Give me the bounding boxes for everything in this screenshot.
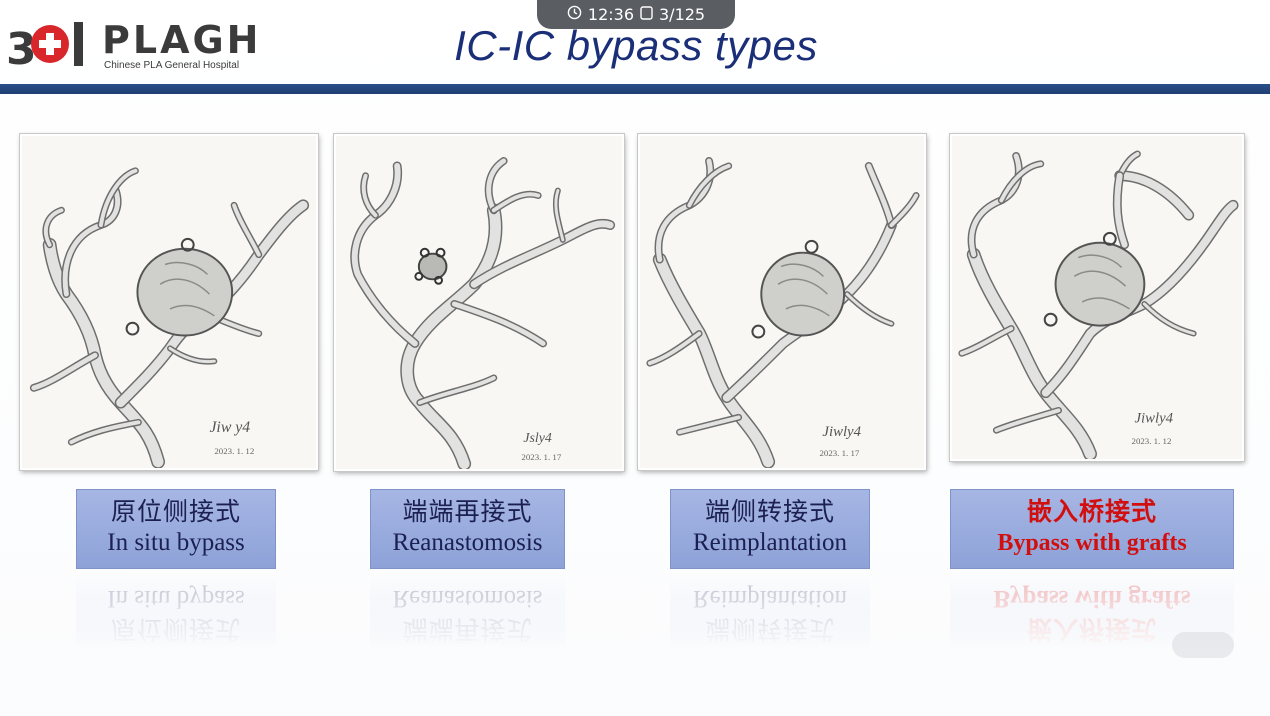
title-bar xyxy=(0,84,1270,94)
clock-icon xyxy=(567,5,582,24)
label-in-situ-bypass: 原位侧接式 In situ bypass xyxy=(76,489,276,569)
label-bypass-with-grafts: 嵌入桥接式 Bypass with grafts xyxy=(950,489,1234,569)
vessel-drawing: Jiw y4 2023. 1. 12 xyxy=(29,167,310,468)
status-time: 12:36 xyxy=(587,5,634,24)
logo-brand: PLAGH xyxy=(102,18,262,62)
label-en: Bypass with grafts xyxy=(997,530,1187,556)
svg-text:Jiw y4: Jiw y4 xyxy=(209,419,250,436)
signature-date: 2023. 1. 12 xyxy=(214,446,254,456)
label-en: Reimplantation xyxy=(692,529,848,556)
label-reanastomosis: 端端再接式 Reanastomosis xyxy=(370,489,565,569)
label-cn: 原位侧接式 xyxy=(110,497,241,526)
panel-illustration-reimplantation: Jiwly4 2023. 1. 17 xyxy=(638,134,926,470)
label-cn: 端侧转接式 xyxy=(704,497,835,526)
slide-title: IC-IC bypass types xyxy=(454,22,818,69)
logo-emblem: 3 xyxy=(6,22,83,74)
page-icon xyxy=(640,5,653,24)
logo-subtitle: Chinese PLA General Hospital xyxy=(104,60,240,71)
presentation-control[interactable] xyxy=(1172,632,1234,658)
status-page: 3/125 xyxy=(659,5,706,24)
svg-text:3: 3 xyxy=(6,24,37,74)
label-en: In situ bypass xyxy=(107,529,245,556)
label-reflection: 原位侧接式 In situ bypass xyxy=(76,571,276,651)
panel-illustration-in-situ: Jiw y4 2023. 1. 12 xyxy=(20,134,318,470)
status-pill: 12:36 3/125 xyxy=(537,0,735,29)
panel-illustration-bypass-with-grafts: Jiwly4 2023. 1. 12 xyxy=(950,134,1244,461)
signature-date: 2023. 1. 17 xyxy=(521,452,561,462)
svg-text:Jsly4: Jsly4 xyxy=(523,430,551,445)
hospital-logo: 3 PLAGH Chinese PLA General Hospital xyxy=(6,14,268,74)
label-reflection: 端侧转接式 Reimplantation xyxy=(670,571,870,651)
label-reflection: 端端再接式 Reanastomosis xyxy=(370,571,565,651)
label-reimplantation: 端侧转接式 Reimplantation xyxy=(670,489,870,569)
vessel-drawing: Jiwly4 2023. 1. 12 xyxy=(958,150,1239,459)
label-cn: 端端再接式 xyxy=(402,497,533,526)
vessel-drawing: Jiwly4 2023. 1. 17 xyxy=(646,157,920,468)
signature-date: 2023. 1. 12 xyxy=(1132,436,1172,446)
vessel-drawing: Jsly4 2023. 1. 17 xyxy=(350,157,616,469)
panel-illustration-reanastomosis: Jsly4 2023. 1. 17 xyxy=(334,134,624,471)
svg-text:Jiwly4: Jiwly4 xyxy=(1134,410,1173,426)
svg-text:Jiwly4: Jiwly4 xyxy=(822,424,861,440)
label-cn: 嵌入桥接式 xyxy=(1026,497,1157,526)
signature-date: 2023. 1. 17 xyxy=(819,448,859,458)
label-en: Reanastomosis xyxy=(392,529,543,556)
